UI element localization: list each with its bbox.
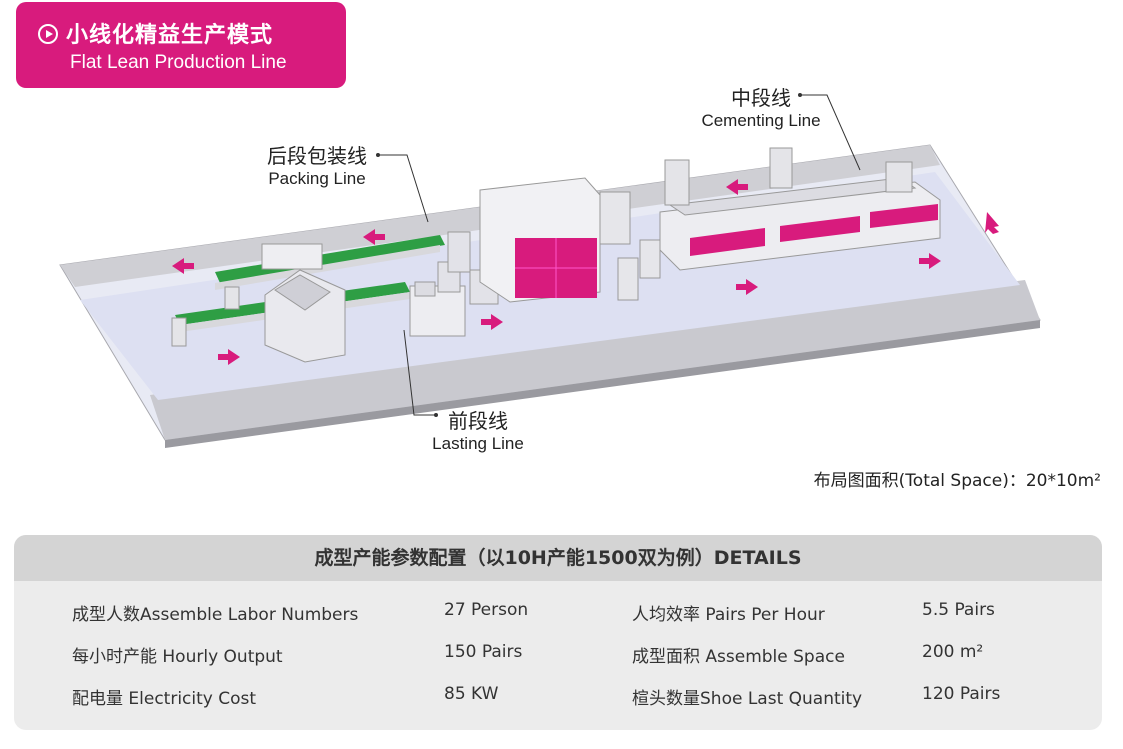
header-title-cn-wrap: 小线化精益生产模式 bbox=[38, 17, 273, 49]
flow-arrow bbox=[919, 253, 941, 269]
details-label: 楦头数量Shoe Last Quantity bbox=[632, 689, 863, 709]
details-label: 成型人数Assemble Labor Numbers bbox=[72, 605, 359, 625]
header-title-en: Flat Lean Production Line bbox=[70, 52, 287, 73]
flow-arrow bbox=[218, 349, 240, 365]
callout-packing: 后段包装线 Packing Line bbox=[256, 140, 378, 189]
details-title: 成型产能参数配置（以10H产能1500双为例）DETAILS bbox=[14, 535, 1102, 581]
details-panel: 成型产能参数配置（以10H产能1500双为例）DETAILS 成型人数Assem… bbox=[14, 535, 1102, 730]
play-icon bbox=[38, 24, 58, 44]
floor-front-strip bbox=[150, 280, 1040, 440]
callout-packing-cn: 后段包装线 bbox=[267, 144, 367, 168]
details-label: 成型面积 Assemble Space bbox=[632, 647, 845, 667]
flow-arrow bbox=[172, 258, 194, 274]
callout-cementing-en: Cementing Line bbox=[701, 111, 821, 130]
details-value: 85 KW bbox=[444, 684, 499, 704]
flow-arrows bbox=[172, 179, 999, 365]
total-space: 布局图面积(Total Space)：20*10m² bbox=[813, 471, 1101, 491]
callout-cementing-cn: 中段线 bbox=[731, 86, 791, 110]
callout-lasting-cn: 前段线 bbox=[448, 409, 508, 433]
flow-arrow bbox=[985, 212, 999, 234]
floor-edge bbox=[165, 320, 1040, 448]
details-label: 每小时产能 Hourly Output bbox=[72, 647, 283, 667]
details-value: 200 m² bbox=[922, 642, 984, 662]
header-title-cn: 小线化精益生产模式 bbox=[66, 23, 274, 48]
details-value: 5.5 Pairs bbox=[922, 600, 995, 620]
details-label: 人均效率 Pairs Per Hour bbox=[632, 605, 825, 625]
central-chamber bbox=[479, 177, 639, 303]
details-label: 配电量 Electricity Cost bbox=[72, 689, 257, 709]
callout-packing-en: Packing Line bbox=[268, 169, 366, 188]
flow-arrow bbox=[726, 179, 748, 195]
header-badge: 小线化精益生产模式 Flat Lean Production Line bbox=[16, 2, 346, 88]
details-value: 150 Pairs bbox=[444, 642, 523, 662]
flow-arrow bbox=[481, 314, 503, 330]
cementing-line-machines bbox=[639, 147, 941, 279]
callout-lasting-en: Lasting Line bbox=[432, 434, 524, 453]
callout-leaders bbox=[378, 94, 861, 416]
flow-arrow bbox=[363, 229, 385, 245]
production-line-illustration bbox=[59, 93, 1041, 448]
callout-lasting: 前段线 Lasting Line bbox=[420, 405, 536, 454]
flow-arrow bbox=[736, 279, 758, 295]
details-value: 27 Person bbox=[444, 600, 529, 620]
lasting-line-machines bbox=[264, 231, 499, 363]
details-value: 120 Pairs bbox=[922, 684, 1001, 704]
callout-cementing: 中段线 Cementing Line bbox=[688, 82, 834, 131]
